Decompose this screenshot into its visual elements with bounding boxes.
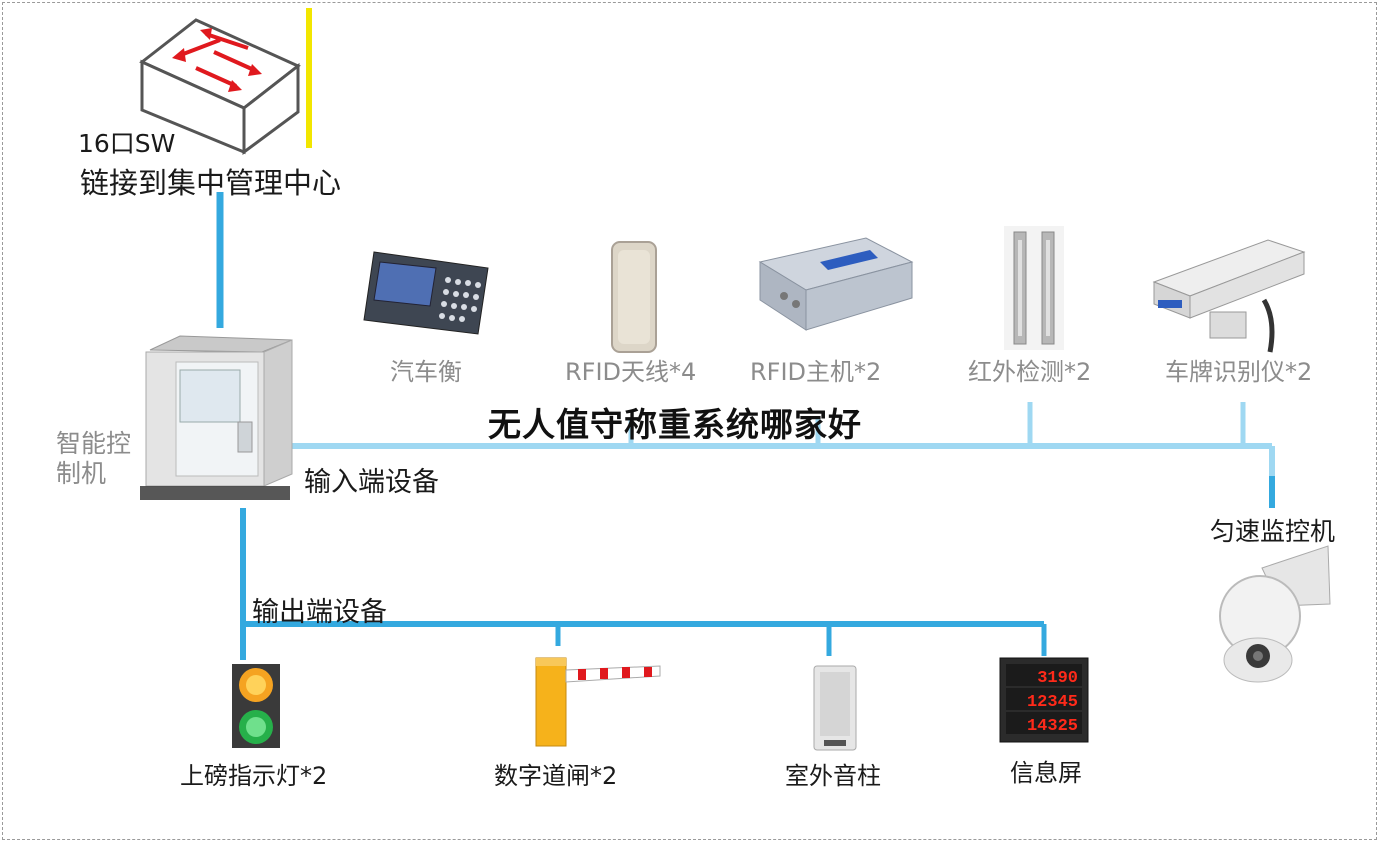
input-bus-label: 输入端设备: [304, 467, 439, 498]
weighing-indicator-icon: [363, 251, 489, 335]
switch-label: 16口SW: [78, 129, 176, 158]
controller-label-line1: 智能控: [56, 429, 132, 458]
input-device-label-scale: 汽车衡: [390, 358, 462, 386]
rfid-antenna-icon: [611, 241, 657, 353]
input-device-label-rfid-reader: RFID主机*2: [750, 358, 882, 386]
input-device-label-rfid-antenna: RFID天线*4: [565, 358, 697, 386]
infrared-sensor-icon: [1004, 226, 1064, 350]
input-device-label-plate-camera: 车牌识别仪*2: [1165, 358, 1313, 386]
controller-label-line2: 制机: [56, 459, 107, 488]
connection-lines: [216, 8, 1275, 660]
rfid-reader-icon: [758, 237, 914, 331]
led-display-icon: 3190 12345 14325: [999, 657, 1089, 743]
dome-camera-icon: [1219, 545, 1331, 683]
speaker-column-icon: [813, 665, 857, 751]
diagram-title: 无人值守称重系统哪家好: [488, 405, 862, 444]
dome-camera-label: 匀速监控机: [1210, 517, 1336, 546]
output-device-label-gate: 数字道闸*2: [494, 762, 618, 790]
traffic-light-icon: [232, 664, 280, 748]
plate-camera-icon: [1152, 239, 1306, 353]
led-row-2: 12345: [1027, 693, 1078, 712]
smart-controller-icon: [140, 335, 293, 500]
led-row-1: 3190: [1037, 669, 1078, 688]
output-device-label-display: 信息屏: [1010, 759, 1082, 787]
network-switch-icon: [139, 18, 301, 155]
output-device-label-traffic-light: 上磅指示灯*2: [180, 762, 328, 790]
input-device-label-infrared: 红外检测*2: [968, 358, 1092, 386]
output-bus-label: 输出端设备: [252, 597, 387, 628]
output-device-label-speaker: 室外音柱: [785, 762, 881, 790]
switch-caption: 链接到集中管理中心: [80, 166, 342, 200]
barrier-gate-icon: [535, 657, 661, 747]
led-row-3: 14325: [1027, 717, 1078, 736]
